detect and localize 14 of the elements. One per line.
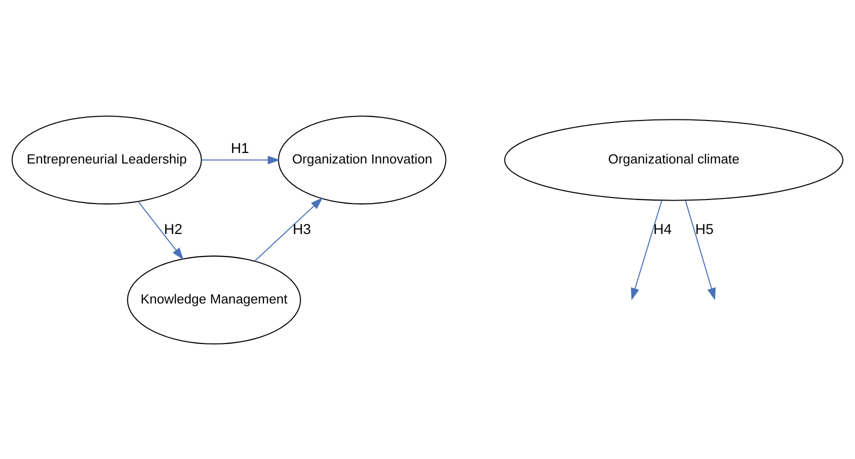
- edge-label: H1: [230, 140, 250, 157]
- node-ellipse: Knowledge Management: [127, 255, 301, 344]
- edge-label: H5: [695, 221, 714, 238]
- edge-label: H2: [164, 221, 182, 238]
- arrow: [202, 155, 280, 164]
- arrow: [684, 200, 716, 300]
- node-ellipse: Organizational climate: [504, 118, 844, 200]
- arrow: [254, 197, 323, 261]
- node-ellipse: Organization Innovation: [278, 115, 446, 204]
- arrow: [138, 200, 184, 260]
- node-ellipse: Entrepreneurial Leadership: [12, 115, 202, 204]
- arrow: [630, 200, 662, 300]
- edge-label: H3: [292, 221, 312, 238]
- edge-label: H4: [653, 221, 672, 238]
